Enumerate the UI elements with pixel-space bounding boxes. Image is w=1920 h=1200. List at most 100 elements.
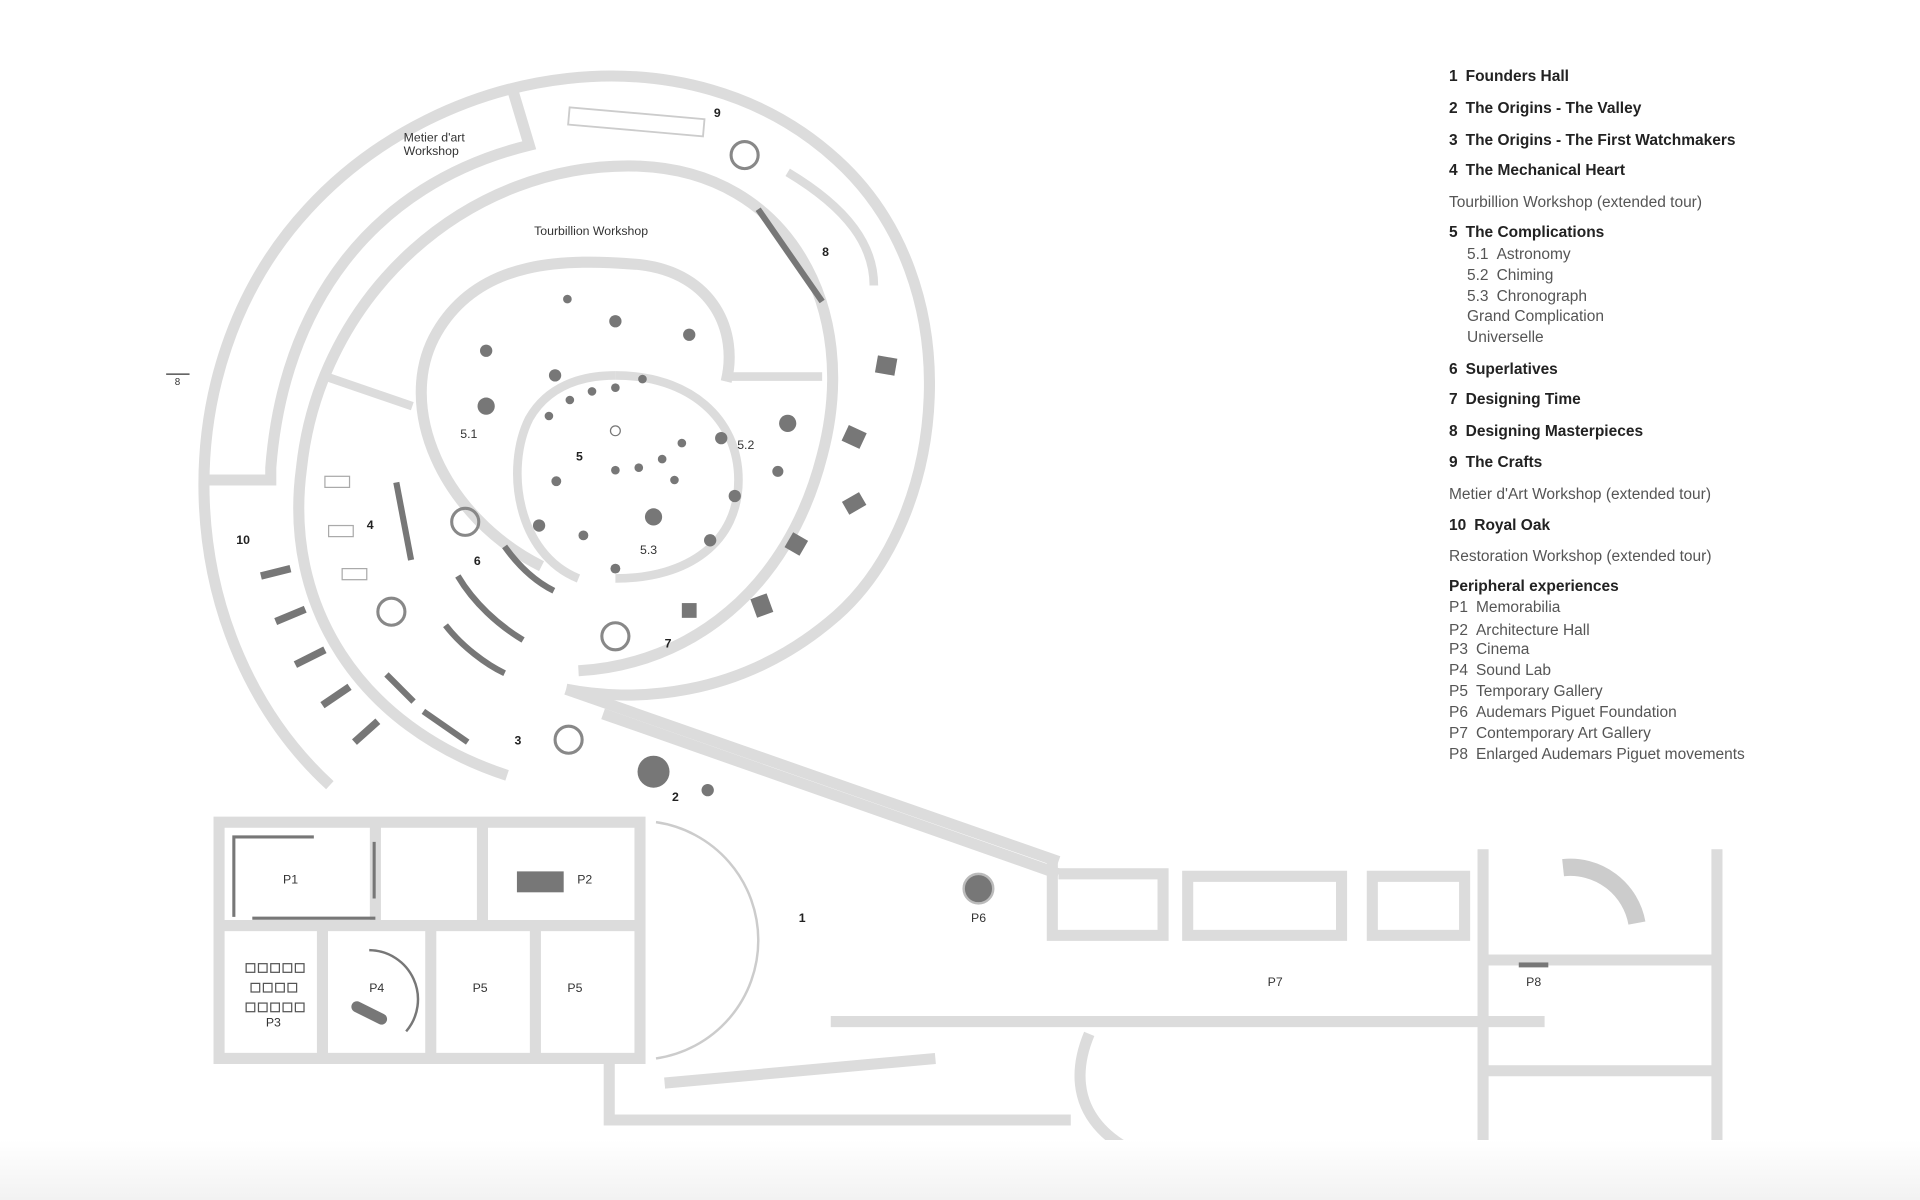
legend-item: Restoration Workshop (extended tour) — [1449, 548, 1712, 566]
cinema-seat — [257, 963, 268, 973]
zone-6-label: 6 — [474, 554, 481, 568]
cinema-seat — [257, 1002, 268, 1013]
exhibit-dot — [704, 534, 717, 547]
zone-5-2-label: 5.2 — [737, 438, 754, 452]
p5-label: P5 — [473, 981, 488, 995]
legend-item-number: 5.3 — [1467, 288, 1489, 305]
zone-10-label: 10 — [236, 533, 250, 547]
exhibit-dot — [611, 383, 620, 392]
cinema-seat — [294, 1002, 305, 1013]
exhibit-dot — [657, 454, 667, 464]
legend-item-number: 4 — [1449, 162, 1458, 179]
building-walls — [213, 816, 1723, 1181]
exhibit-dot — [670, 475, 679, 485]
exhibit-dot — [772, 465, 784, 477]
peripheral-item-label: Sound Lab — [1475, 662, 1551, 679]
exhibit-dot — [610, 563, 621, 574]
exhibit-dot — [578, 530, 589, 541]
legend-item: Metier d'Art Workshop (extended tour) — [1449, 486, 1711, 504]
legend-item-number: 5 — [1449, 224, 1458, 241]
peripheral-item: P3 Cinema — [1449, 641, 1529, 659]
legend-item-label: Chronograph — [1496, 288, 1588, 305]
exhibit-dot — [587, 387, 597, 396]
peripheral-item-code: P4 — [1449, 662, 1468, 679]
exhibit-dot — [715, 432, 728, 445]
legend-item: 4 The Mechanical Heart — [1449, 162, 1625, 180]
metier-workshop-label-2: Workshop — [404, 144, 459, 158]
exhibit-dot — [634, 463, 644, 472]
peripheral-title: Peripheral experiences — [1449, 578, 1619, 595]
legend-item-label: Restoration Workshop (extended tour) — [1449, 548, 1712, 565]
spiral-walls — [198, 70, 1061, 880]
peripheral-item-code: P3 — [1449, 641, 1468, 658]
p8-label: P8 — [1526, 975, 1541, 989]
legend-item-number: 9 — [1449, 454, 1458, 471]
metier-workshop-label: Metier d'art — [404, 131, 466, 145]
cinema-seat — [294, 963, 305, 973]
p6-label: P6 — [971, 911, 986, 925]
legend-item: 9 The Crafts — [1449, 454, 1542, 472]
legend-item-label: The Complications — [1465, 224, 1605, 241]
bottom-fade — [0, 1140, 1920, 1200]
exhibit-dot — [548, 369, 562, 382]
exhibit-dot — [677, 438, 687, 448]
legend-item-label: Grand Complication — [1467, 308, 1604, 325]
legend-item: Tourbillion Workshop (extended tour) — [1449, 194, 1702, 212]
zone-5-3-label: 5.3 — [640, 543, 657, 557]
legend-item: Grand Complication — [1467, 308, 1604, 326]
legend-item-label: The Crafts — [1465, 454, 1543, 471]
legend-item-number: 3 — [1449, 132, 1458, 149]
exhibit-dot — [611, 465, 620, 475]
peripheral-item-code: P5 — [1449, 683, 1468, 700]
peripheral-item-code: P1 — [1449, 599, 1468, 616]
zone-2-label: 2 — [672, 790, 679, 804]
zone-4-label: 4 — [367, 518, 374, 532]
legend-item-label: Astronomy — [1496, 246, 1571, 263]
cinema-seat — [270, 963, 280, 973]
legend-item-label: Metier d'Art Workshop (extended tour) — [1449, 486, 1711, 503]
legend-item-label: Chiming — [1496, 267, 1554, 284]
exhibit-dot — [477, 397, 495, 415]
peripheral-item-code: P7 — [1449, 725, 1468, 742]
legend-item-label: Superlatives — [1465, 361, 1558, 378]
exhibit-dot — [683, 328, 696, 341]
peripheral-item-code: P2 — [1449, 622, 1468, 639]
peripheral-item-label: Temporary Gallery — [1475, 683, 1603, 700]
exhibit-dot — [609, 315, 622, 328]
peripheral-item: P5 Temporary Gallery — [1449, 683, 1603, 701]
peripheral-item: P1 Memorabilia — [1449, 599, 1560, 617]
exhibit-dot — [728, 489, 741, 503]
legend-item-label: Universelle — [1467, 329, 1544, 346]
zone-8-label: 8 — [822, 245, 829, 259]
p7-label: P7 — [1268, 975, 1283, 989]
legend-item-number: 7 — [1449, 391, 1458, 408]
legend-item-number: 10 — [1449, 517, 1467, 534]
peripheral-item-label: Memorabilia — [1475, 599, 1561, 616]
zone-1-label: 1 — [799, 911, 806, 925]
exhibits — [260, 106, 995, 905]
legend-item-label: The Origins - The Valley — [1465, 100, 1642, 117]
legend-item-label: Founders Hall — [1465, 68, 1569, 85]
exhibit-dot — [551, 476, 562, 487]
legend-item: 5 The Complications — [1449, 224, 1604, 242]
exhibit-dot — [532, 519, 546, 532]
legend-item-label: The Mechanical Heart — [1465, 162, 1625, 179]
legend-item-label: Designing Time — [1465, 391, 1581, 408]
peripheral-item-label: Cinema — [1475, 641, 1530, 658]
legend-item-number: 8 — [1449, 423, 1458, 440]
cinema-seat — [262, 982, 273, 993]
legend-item-number: 6 — [1449, 361, 1458, 378]
exhibit-dot — [565, 395, 575, 405]
p2-label: P2 — [577, 873, 592, 887]
cinema-seat — [282, 1002, 293, 1013]
peripheral-item-code: P6 — [1449, 704, 1468, 721]
